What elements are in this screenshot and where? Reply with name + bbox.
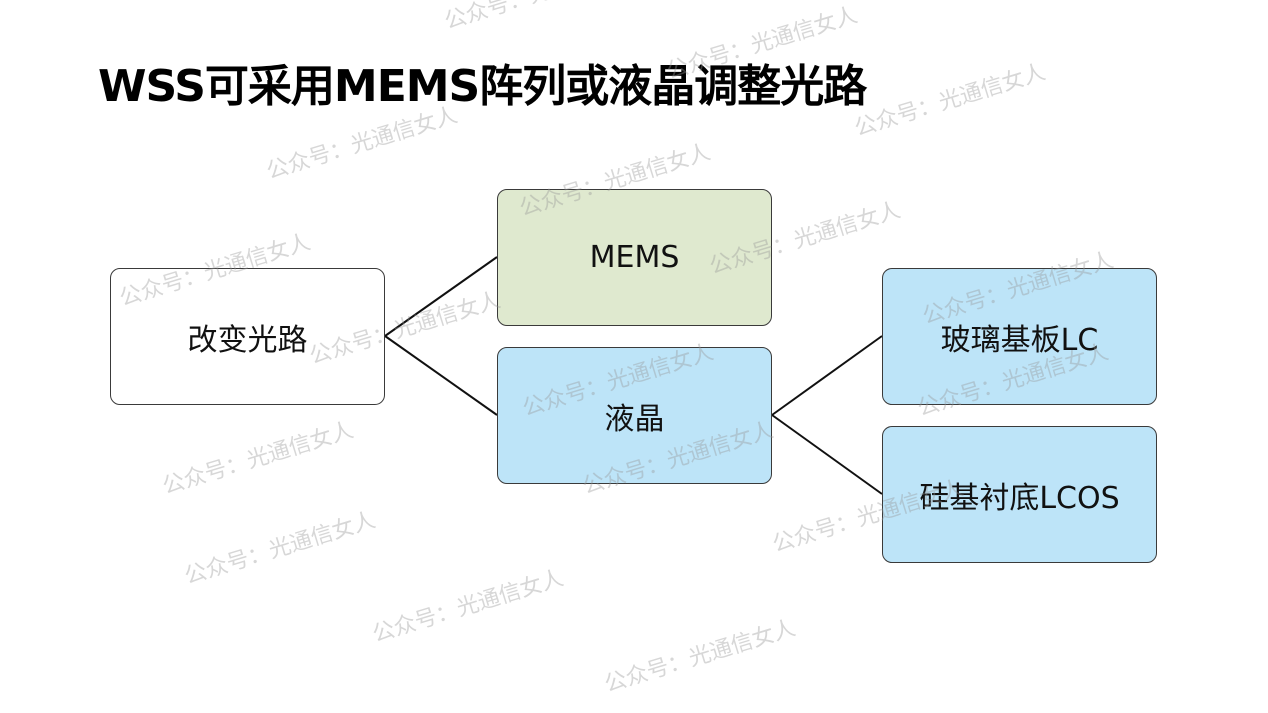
page-title: WSS可采用MEMS阵列或液晶调整光路 xyxy=(98,61,867,112)
node-lcos: 硅基衬底LCOS xyxy=(882,426,1157,563)
link-lc-lcos xyxy=(771,414,883,495)
link-root-mems xyxy=(384,256,498,337)
node-glass-lc: 玻璃基板LC xyxy=(882,268,1157,405)
link-root-lc xyxy=(384,335,498,416)
node-liquid-crystal: 液晶 xyxy=(497,347,772,484)
link-lc-glass xyxy=(771,335,883,416)
node-mems: MEMS xyxy=(497,189,772,326)
node-root: 改变光路 xyxy=(110,268,385,405)
